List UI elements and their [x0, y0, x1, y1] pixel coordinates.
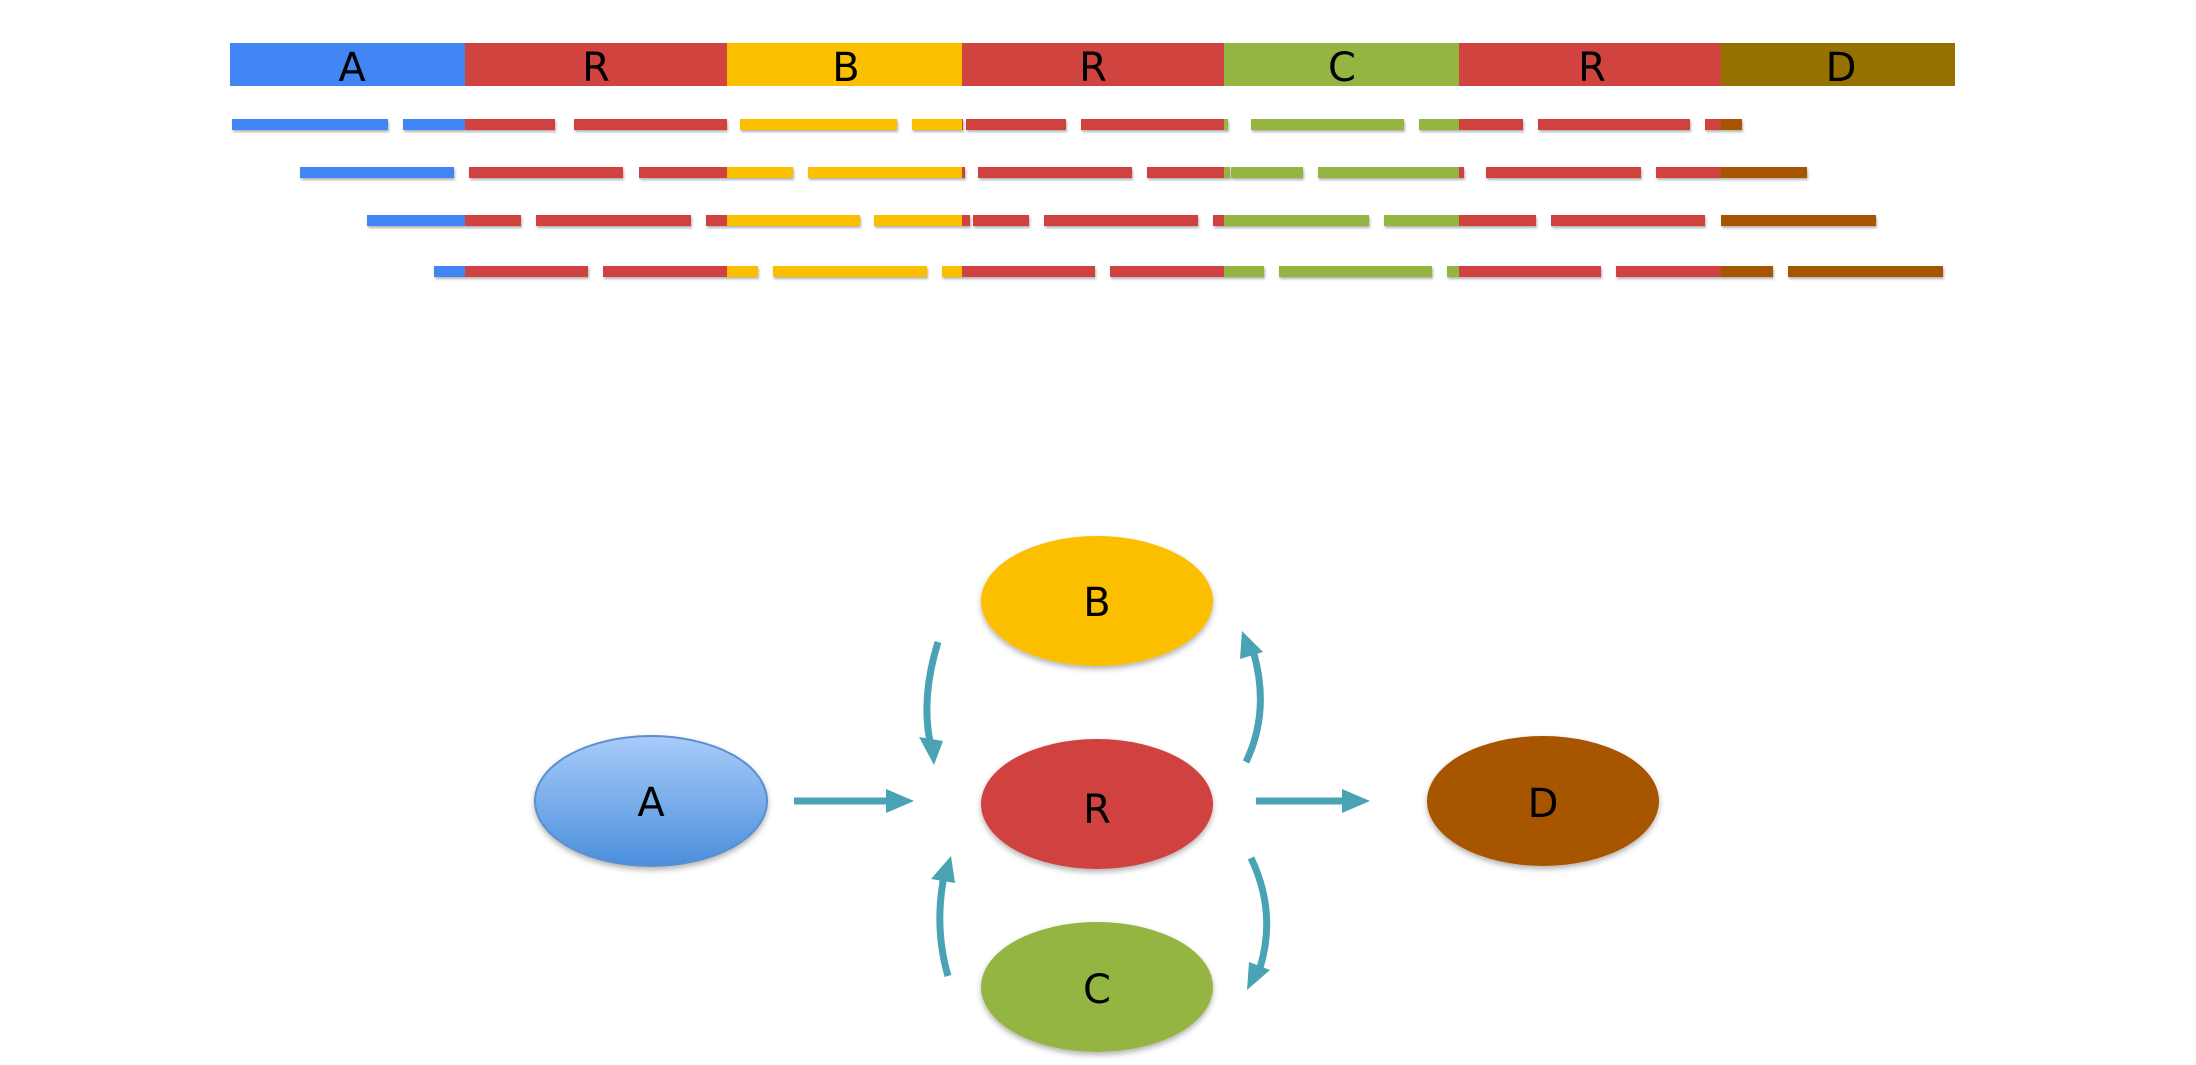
- ref-segment-b: [727, 43, 962, 86]
- node-d-label: D: [1528, 781, 1559, 827]
- read-3-piece-8: [1384, 215, 1459, 226]
- read-1-piece-10: [1538, 119, 1690, 130]
- read-3-piece-4: [874, 215, 962, 226]
- read-4-piece-7: [1447, 266, 1459, 277]
- read-4-piece-7: [1459, 266, 1601, 277]
- read-3-piece-1: [367, 215, 465, 226]
- ref-segment-d: [1721, 43, 1955, 86]
- arrow-r-to-b: [1240, 631, 1264, 764]
- ref-segment-r3: [1459, 43, 1721, 86]
- arrow-b-to-r: [919, 640, 943, 765]
- ref-segment-r1: [465, 43, 727, 86]
- read-4-piece-3: [773, 266, 927, 277]
- read-1-piece-11: [1721, 119, 1742, 130]
- read-2-piece-5: [978, 167, 1132, 178]
- read-4-piece-8: [1721, 266, 1773, 277]
- node-r: R: [981, 739, 1213, 869]
- read-2-piece-6: [1147, 167, 1224, 178]
- read-4-piece-2: [727, 266, 758, 277]
- read-4-piece-6: [1279, 266, 1432, 277]
- read-4-piece-9: [1788, 266, 1943, 277]
- read-1-piece-1: [232, 119, 388, 130]
- node-b-label: B: [1083, 580, 1110, 626]
- read-1-piece-9: [1419, 119, 1459, 130]
- read-2-piece-2: [469, 167, 623, 178]
- ref-segment-r3-label: R: [1578, 45, 1606, 91]
- read-3-piece-7: [1213, 215, 1224, 226]
- ref-segment-c-label: C: [1328, 45, 1356, 91]
- sequencing-reads: [232, 119, 1943, 277]
- read-2-piece-1: [300, 167, 454, 178]
- read-3-piece-7: [1224, 215, 1369, 226]
- read-3-piece-3: [706, 215, 727, 226]
- read-2-piece-3: [639, 167, 727, 178]
- read-1-piece-3: [574, 119, 727, 130]
- read-3-piece-9: [1551, 215, 1705, 226]
- ref-segment-a-label: A: [338, 45, 366, 91]
- read-4-piece-4: [942, 266, 962, 277]
- node-a-label: A: [637, 780, 665, 826]
- read-2-piece-7: [1231, 167, 1303, 178]
- read-2-piece-10: [1656, 167, 1721, 178]
- read-2-piece-9: [1486, 167, 1641, 178]
- ref-segment-r2: [962, 43, 1224, 86]
- read-3-piece-2: [536, 215, 691, 226]
- read-3-piece-6: [1044, 215, 1198, 226]
- read-1-piece-7: [1081, 119, 1224, 130]
- read-2-piece-6: [1224, 167, 1230, 178]
- read-1-piece-5: [962, 119, 963, 130]
- read-1-piece-2: [403, 119, 465, 130]
- read-4-piece-8: [1616, 266, 1721, 277]
- read-3-piece-8: [1459, 215, 1536, 226]
- read-4-piece-1: [434, 266, 465, 277]
- arrow-r-to-c: [1247, 856, 1271, 990]
- read-4-piece-4: [962, 266, 1095, 277]
- read-4-piece-5: [1224, 266, 1264, 277]
- ref-segment-c: [1224, 43, 1459, 86]
- read-1-piece-4: [740, 119, 897, 130]
- node-b: B: [981, 536, 1213, 666]
- read-1-piece-8: [1251, 119, 1404, 130]
- read-1-piece-11: [1705, 119, 1721, 130]
- read-1-piece-6: [966, 119, 1066, 130]
- node-d: D: [1427, 736, 1659, 866]
- read-1-piece-9: [1459, 119, 1523, 130]
- read-2-piece-10: [1721, 167, 1807, 178]
- flow-arrows: [794, 631, 1370, 990]
- ref-segment-b-label: B: [832, 45, 859, 91]
- read-2-piece-8: [1459, 167, 1464, 178]
- read-1-piece-5: [912, 119, 962, 130]
- read-2-piece-4: [808, 167, 962, 178]
- read-3-piece-3: [727, 215, 860, 226]
- read-3-piece-10: [1721, 215, 1876, 226]
- ref-segment-d-label: D: [1826, 45, 1857, 91]
- read-4-piece-5: [1110, 266, 1224, 277]
- arrow-a-to-r: [794, 789, 914, 813]
- ref-segment-r1-label: R: [582, 45, 610, 91]
- arrow-c-to-r: [931, 856, 955, 977]
- read-3-piece-5: [973, 215, 1029, 226]
- ref-segment-r2-label: R: [1079, 45, 1107, 91]
- read-2-piece-8: [1318, 167, 1459, 178]
- read-3-piece-4: [962, 215, 970, 226]
- state-nodes: A B R C D: [534, 536, 1659, 1052]
- read-1-piece-2: [465, 119, 555, 130]
- read-3-piece-1: [465, 215, 521, 226]
- read-1-piece-7: [1224, 119, 1228, 130]
- node-r-label: R: [1083, 787, 1111, 833]
- node-c-label: C: [1083, 967, 1111, 1013]
- arrow-r-to-d: [1256, 789, 1370, 813]
- read-2-piece-3: [727, 167, 793, 178]
- read-2-piece-4: [962, 167, 965, 178]
- read-4-piece-2: [603, 266, 727, 277]
- node-a: A: [534, 735, 768, 867]
- reference-sequence-bar: A R B R C R D: [230, 43, 1955, 91]
- node-c: C: [981, 922, 1213, 1052]
- read-4-piece-1: [465, 266, 588, 277]
- ref-segment-a: [230, 43, 465, 86]
